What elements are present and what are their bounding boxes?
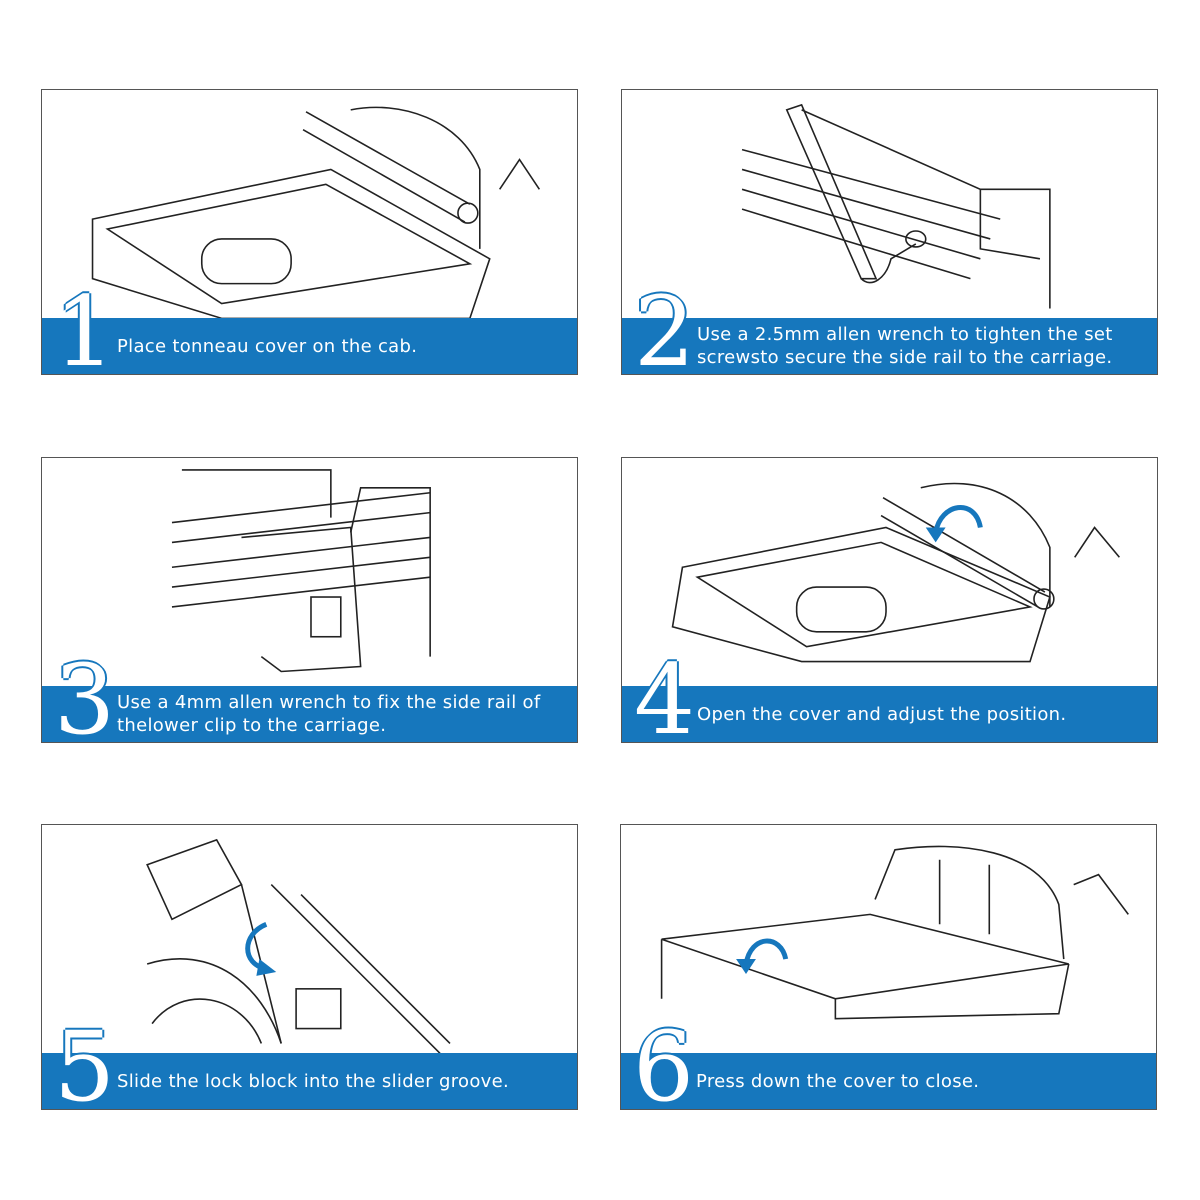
step-1-panel: Place tonneau cover on the cab. 1	[41, 89, 578, 375]
step-caption: Open the cover and adjust the position.	[697, 703, 1067, 725]
step-3-panel: Use a 4mm allen wrench to fix the side r…	[41, 457, 578, 743]
open-cover-illustration	[671, 482, 1120, 663]
step-number: 3	[54, 644, 116, 743]
lock-block-slider-illustration	[146, 838, 451, 1054]
step-caption: Use a 2.5mm allen wrench to tighten the …	[697, 324, 1113, 368]
step-number: 4	[634, 644, 696, 743]
step-number: 5	[54, 1011, 116, 1110]
caption-bar: Open the cover and adjust the position.	[622, 686, 1157, 742]
allen-wrench-side-rail-illustration	[741, 103, 1051, 309]
caption-bar: Press down the cover to close.	[621, 1053, 1156, 1109]
step-6-panel: Press down the cover to close. 6	[620, 824, 1157, 1110]
lower-clip-illustration	[171, 469, 431, 673]
closed-cover-illustration	[660, 845, 1129, 1020]
step-caption: Press down the cover to close.	[696, 1070, 980, 1092]
step-number: 2	[634, 276, 696, 375]
step-caption: Use a 4mm allen wrench to fix the side r…	[117, 692, 541, 736]
step-caption: Slide the lock block into the slider gro…	[117, 1070, 510, 1092]
caption-bar: Use a 4mm allen wrench to fix the side r…	[42, 686, 577, 742]
step-4-panel: Open the cover and adjust the position. …	[621, 457, 1158, 743]
step-number: 1	[54, 276, 116, 375]
step-5-panel: Slide the lock block into the slider gro…	[41, 824, 578, 1110]
step-2-panel: Use a 2.5mm allen wrench to tighten the …	[621, 89, 1158, 375]
caption-bar: Use a 2.5mm allen wrench to tighten the …	[622, 318, 1157, 374]
step-caption: Place tonneau cover on the cab.	[117, 335, 418, 357]
caption-bar: Slide the lock block into the slider gro…	[42, 1053, 577, 1109]
step-number: 6	[633, 1011, 695, 1110]
caption-bar: Place tonneau cover on the cab.	[42, 318, 577, 374]
